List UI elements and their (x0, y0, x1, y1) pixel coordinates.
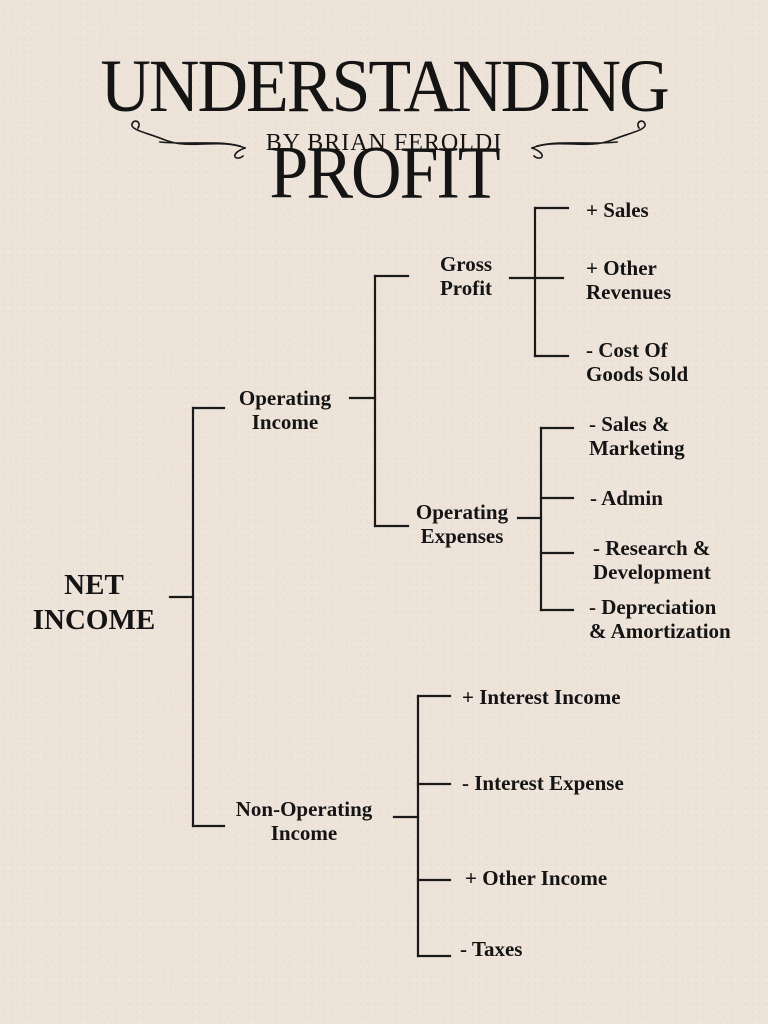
page-title: UNDERSTANDING PROFIT (100, 45, 669, 215)
item-research-development: - Research & Development (593, 536, 711, 584)
item-sales-marketing: - Sales & Marketing (589, 412, 685, 460)
item-other-income: + Other Income (465, 866, 608, 890)
item-interest-income: + Interest Income (462, 685, 621, 709)
item-interest-expense: - Interest Expense (462, 771, 624, 795)
item-other-revenues: + Other Revenues (586, 256, 672, 304)
left-flourish (131, 120, 247, 159)
operating-income-node: Operating Income (238, 386, 332, 434)
non-operating-income-node: Non-Operating Income (235, 797, 373, 845)
item-sales: + Sales (586, 198, 649, 222)
item-admin: - Admin (590, 486, 663, 510)
item-taxes: - Taxes (460, 937, 523, 961)
net-income-node: NET INCOME (32, 569, 156, 636)
operating-expenses-node: Operating Expenses (415, 500, 509, 548)
right-flourish (530, 120, 646, 159)
item-cost-of-goods-sold: - Cost Of Goods Sold (586, 338, 689, 386)
byline: BY BRIAN FEROLDI (265, 130, 503, 156)
item-depreciation-amortization: - Depreciation & Amortization (589, 595, 731, 643)
gross-profit-node: Gross Profit (439, 252, 493, 300)
